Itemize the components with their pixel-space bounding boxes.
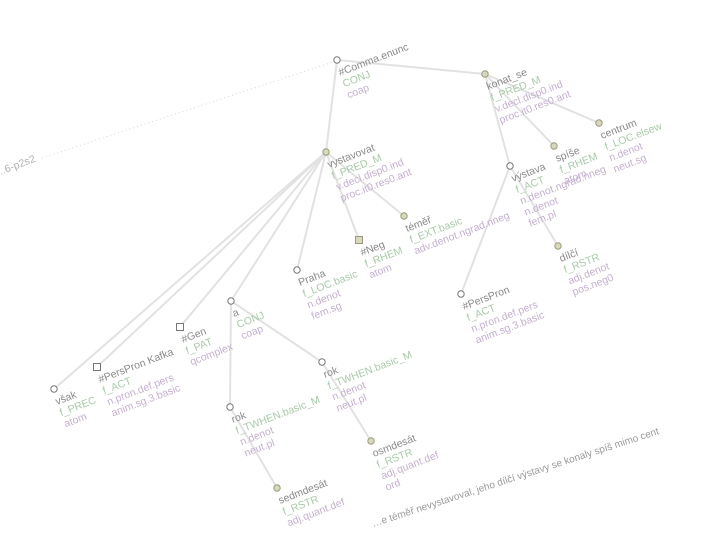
tree-edge-vystavovat-vsak: [53, 151, 327, 390]
node-label-sedmdesat: sedmdesátf_RSTRadj.quant.def: [277, 474, 347, 529]
tree-node-perspron2[interactable]: #PersPronf_ACTn.pron.def.persanim.sg.3.b…: [457, 275, 546, 346]
tree-edge-comma-konat: [336, 59, 486, 75]
node-label-line: ord: [384, 477, 403, 494]
tree-edge-a-rok1: [229, 300, 232, 408]
tree-node-rok1[interactable]: rokf_TWHEN.basic_Mn.denotneut.pl: [226, 383, 331, 460]
node-marker-neg[interactable]: [355, 236, 363, 244]
node-marker-centrum[interactable]: [595, 119, 603, 127]
tree-edge-comma-vystavovat: [325, 59, 338, 153]
node-marker-comma[interactable]: [333, 56, 341, 64]
node-label-gen: #Genf_PATqcomplex: [180, 318, 236, 368]
root-label: ...6-p2s2: [0, 153, 37, 179]
node-marker-perspron1[interactable]: [93, 363, 101, 371]
node-label-line: rok: [230, 409, 249, 426]
root-connector: [41, 61, 334, 159]
tree-edge-rok1-sedmdesat: [229, 406, 278, 489]
node-marker-dilci[interactable]: [554, 242, 562, 250]
node-label-line: #Comma.enunc: [337, 41, 411, 79]
node-label-neg: #Negf_RHEMatom: [359, 233, 409, 281]
tree-node-centrum[interactable]: centrumf_LOC.elsewn.denotneut.sg: [595, 109, 673, 176]
node-marker-gen[interactable]: [176, 323, 184, 331]
node-label-line: f_TWHEN.basic_M: [234, 394, 322, 437]
node-label-dilci: dílčíf_RSTRadj.denotpos.neg0: [558, 238, 616, 298]
node-marker-vystava[interactable]: [506, 162, 514, 170]
node-label-osmdesat: osmdesátf_RSTRadj.quant.deford: [371, 427, 445, 494]
tree-edge-vystavovat-a: [230, 151, 327, 302]
edge-layer: [41, 59, 600, 489]
tree-edge-konat-vystava: [484, 73, 511, 167]
node-marker-vsak[interactable]: [50, 385, 58, 393]
tree-node-gen[interactable]: #Genf_PATqcomplex: [176, 318, 236, 368]
node-label-vystavovat: vystavovatf_PRED_Mv.decl.disp0.indproc.i…: [326, 133, 414, 205]
node-marker-konat[interactable]: [481, 70, 489, 78]
tree-node-temer[interactable]: téměřf_EXT.basicadv.denot.ngrad.nneg: [400, 187, 512, 257]
tree-edge-konat-spise: [484, 73, 555, 147]
node-label-line: a: [231, 306, 241, 319]
node-marker-vystavovat[interactable]: [322, 148, 330, 156]
tree-edge-vystavovat-praha: [296, 151, 327, 271]
tree-edge-vystavovat-temer: [325, 151, 405, 217]
node-marker-sedmdesat[interactable]: [273, 484, 281, 492]
tree-node-a[interactable]: aCONJcoap: [227, 297, 271, 342]
node-marker-rok2[interactable]: [318, 358, 326, 366]
tree-node-vystavovat[interactable]: vystavovatf_PRED_Mv.decl.disp0.indproc.i…: [322, 133, 414, 205]
tree-edge-vystava-dilci: [509, 165, 559, 247]
node-marker-rok1[interactable]: [226, 403, 234, 411]
node-marker-osmdesat[interactable]: [367, 437, 375, 445]
tree-node-neg[interactable]: #Negf_RHEMatom: [355, 233, 409, 281]
tree-edge-a-rok2: [230, 300, 323, 363]
node-label-temer: téměřf_EXT.basicadv.denot.ngrad.nneg: [404, 187, 512, 257]
node-label-comma: #Comma.enuncCONJcoap: [337, 41, 419, 101]
tree-node-rok2[interactable]: rokf_TWHEN.basic_Mn.denotneut.pl: [318, 338, 423, 415]
tree-edge-vystava-perspron2: [460, 165, 511, 295]
tree-node-praha[interactable]: Prahaf_LOC.basicn.denotfem.sg: [293, 257, 368, 323]
node-marker-a[interactable]: [227, 297, 235, 305]
node-label-praha: Prahaf_LOC.basicn.denotfem.sg: [297, 257, 368, 323]
node-marker-perspron2[interactable]: [457, 290, 465, 298]
tree-node-dilci[interactable]: dílčíf_RSTRadj.denotpos.neg0: [554, 238, 616, 298]
tree-node-osmdesat[interactable]: osmdesátf_RSTRadj.quant.deford: [367, 427, 445, 494]
node-marker-temer[interactable]: [400, 212, 408, 220]
tree-node-sedmdesat[interactable]: sedmdesátf_RSTRadj.quant.def: [273, 474, 347, 529]
node-label-line: f_TWHEN.basic_M: [326, 349, 414, 392]
node-label-perspron2: #PersPronf_ACTn.pron.def.persanim.sg.3.b…: [461, 275, 546, 346]
node-label-konat: konat_sef_PRED_Mv.decl.disp0.indproc.it0…: [485, 55, 573, 127]
tree-edge-vystavovat-gen: [179, 151, 327, 328]
node-label-vsak: všakf_PRECatom: [54, 383, 103, 430]
tree-edge-vystavovat-perspron1: [96, 151, 327, 368]
tree-edge-konat-centrum: [484, 73, 600, 124]
node-label-line: rok: [322, 364, 341, 381]
node-label-rok2: rokf_TWHEN.basic_Mn.denotneut.pl: [322, 338, 423, 415]
tree-edge-vystavovat-neg: [325, 151, 360, 241]
tree-node-vsak[interactable]: všakf_PRECatom: [50, 383, 103, 430]
node-marker-spise[interactable]: [550, 142, 558, 150]
node-label-centrum: centrumf_LOC.elsewn.denotneut.sg: [599, 109, 673, 176]
node-marker-praha[interactable]: [293, 266, 301, 274]
tree-edge-rok2-osmdesat: [321, 361, 372, 442]
node-label-perspron1: #PersPron Kafkaf_ACTn.pron.def.persanim.…: [97, 346, 188, 419]
tree-node-comma[interactable]: #Comma.enuncCONJcoap: [333, 41, 419, 101]
node-label-rok1: rokf_TWHEN.basic_Mn.denotneut.pl: [230, 383, 331, 460]
